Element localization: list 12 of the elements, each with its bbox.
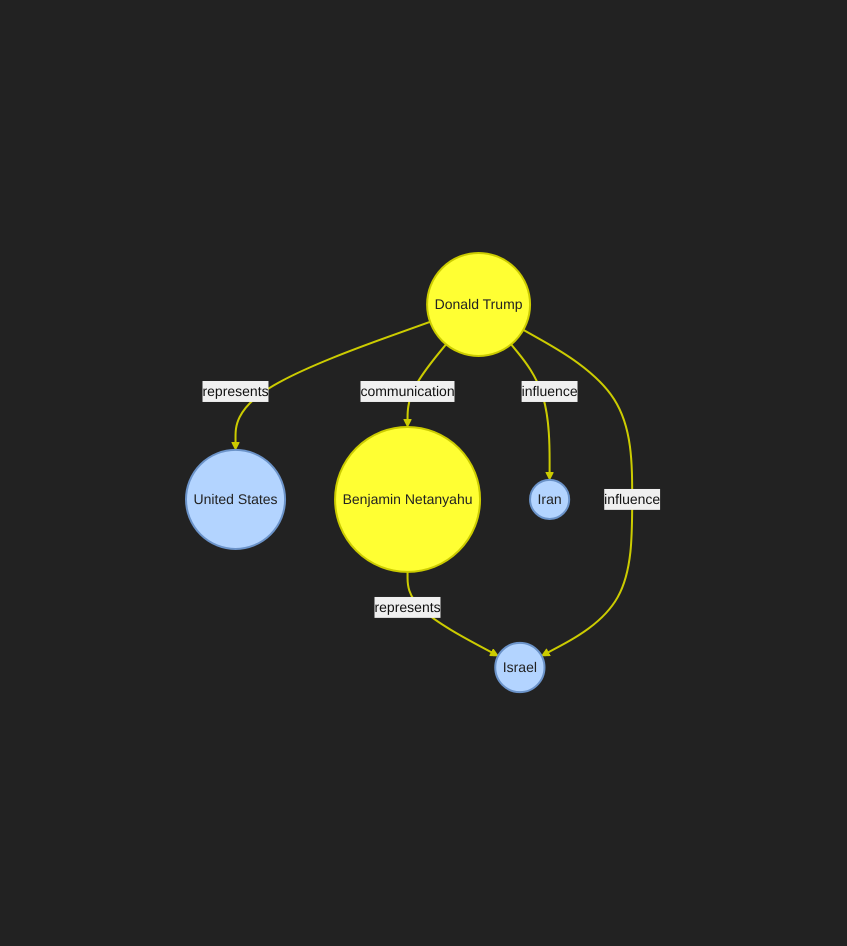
arrow	[523, 329, 634, 657]
node-circle: Iran	[529, 479, 571, 520]
edge-label: influence	[522, 383, 578, 400]
arrow	[232, 321, 431, 451]
node-circle: Donald Trump	[426, 252, 532, 358]
edge-label: influence	[604, 491, 661, 508]
edge-label: communication	[360, 383, 456, 400]
edge-label: represents	[202, 383, 269, 400]
node-circle: Benjamin Netanyahu	[334, 426, 482, 574]
node-circle: Israel	[494, 642, 546, 694]
node-circle: United States	[185, 449, 286, 550]
edge-label: represents	[374, 599, 442, 616]
